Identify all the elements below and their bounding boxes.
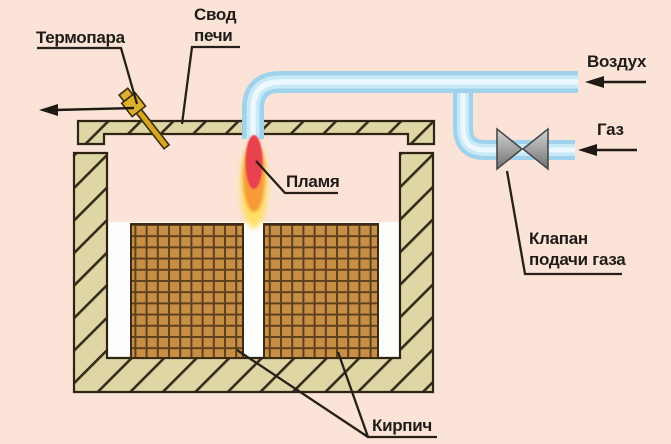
exhaust-arrow bbox=[39, 104, 135, 116]
brick-leader bbox=[236, 349, 437, 439]
label-thermocouple: Термопара bbox=[36, 28, 125, 47]
air-pipe bbox=[242, 71, 578, 139]
gas-flow-arrow bbox=[578, 144, 637, 156]
thermocouple-icon bbox=[117, 87, 171, 150]
flame-leader bbox=[255, 160, 338, 195]
label-flame: Пламя bbox=[286, 172, 340, 191]
furnace-walls-floor bbox=[72, 151, 435, 394]
valve-leader bbox=[505, 170, 622, 276]
roof-leader bbox=[180, 45, 240, 125]
brick-stack-right bbox=[263, 223, 379, 359]
air-flow-arrow bbox=[585, 76, 646, 88]
gas-valve-icon bbox=[496, 127, 549, 171]
label-gas: Газ bbox=[597, 120, 624, 139]
thermocouple-leader bbox=[37, 46, 139, 105]
label-gas-valve: Клапан подачи газа bbox=[529, 229, 626, 269]
label-furnace-roof: Свод печи bbox=[194, 5, 237, 45]
label-brick: Кирпич bbox=[372, 416, 432, 435]
brick-stack-left bbox=[130, 223, 244, 359]
label-air: Воздух bbox=[587, 52, 647, 71]
gas-pipe bbox=[453, 82, 575, 160]
